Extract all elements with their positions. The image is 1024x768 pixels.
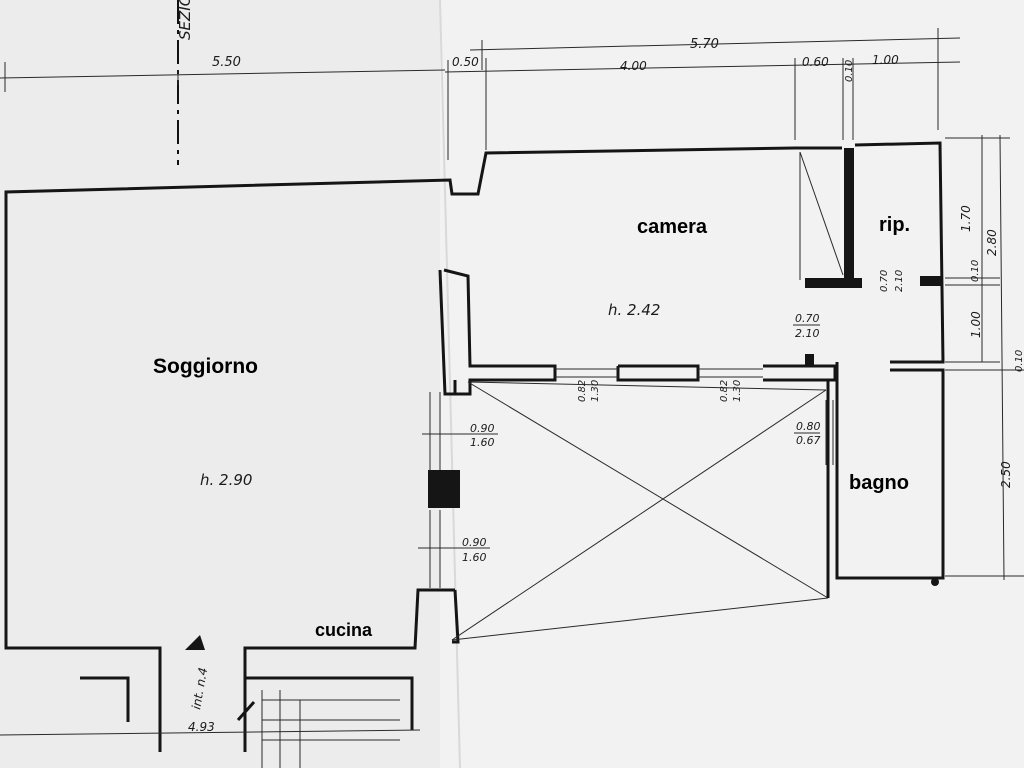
room-cucina: cucina	[315, 620, 373, 640]
opening-annotations: 0.70 2.10 0.70 2.10 0.82 1.30 0.82 1.30 …	[418, 270, 905, 564]
window-bagno-width: 0.80	[796, 420, 821, 433]
room-soggiorno: Soggiorno	[153, 355, 258, 378]
window-sog-2-height: 1.60	[462, 551, 487, 564]
camera-door-jamb	[805, 354, 814, 366]
rip-door-jamb	[920, 276, 942, 286]
camera-walls	[438, 141, 945, 396]
door-camera-width: 0.70	[795, 312, 820, 325]
top-dimension-right: 5.70 0.50 4.00 0.60 0.10 1.00	[444, 28, 961, 160]
dim-0-60: 0.60	[802, 55, 829, 69]
dim-4-93: 4.93	[188, 720, 215, 734]
dim-1-00-r: 1.00	[969, 311, 983, 338]
room-bagno: bagno	[849, 472, 909, 494]
window-1-height: 1.30	[590, 380, 601, 402]
dim-4-00: 4.00	[620, 59, 647, 73]
door-camera-height: 2.10	[795, 327, 820, 340]
light-well	[428, 380, 830, 644]
dim-2-50: 2.50	[999, 461, 1013, 488]
dim-0-10-a: 0.10	[970, 260, 981, 282]
dim-total: 5.70	[690, 37, 719, 52]
window-sog-2-width: 0.90	[462, 536, 487, 549]
pillar	[428, 470, 460, 508]
dim-0-50: 0.50	[452, 55, 479, 69]
rip-partition	[844, 148, 854, 288]
rip-stub-wall	[805, 278, 862, 288]
dim-5-50: 5.50	[212, 55, 241, 70]
section-label: SEZIO	[176, 0, 194, 40]
dim-0-10: 0.10	[844, 60, 855, 82]
height-soggiorno: h. 2.90	[200, 471, 252, 489]
window-2-height: 1.30	[732, 380, 743, 402]
window-bagno-height: 0.67	[796, 434, 821, 447]
window-sog-1-height: 1.60	[470, 436, 495, 449]
bagno-walls	[825, 362, 945, 586]
window-2-width: 0.82	[719, 380, 730, 402]
right-dimensions: 1.70 2.80 0.10 1.00 0.10 2.50	[945, 134, 1024, 581]
room-camera: camera	[637, 216, 708, 238]
dim-1-00: 1.00	[872, 53, 899, 67]
door-rip-height: 2.10	[894, 270, 905, 292]
window-sog-1-width: 0.90	[470, 422, 495, 435]
dim-1-70: 1.70	[959, 205, 973, 232]
dim-2-80: 2.80	[985, 229, 999, 256]
door-rip-width: 0.70	[879, 270, 890, 292]
north-arrow	[185, 635, 205, 650]
window-1-width: 0.82	[577, 380, 588, 402]
top-dimension-left: 5.50	[0, 55, 446, 92]
height-camera: h. 2.42	[608, 301, 660, 319]
dim-0-10-b: 0.10	[1014, 350, 1024, 372]
drain-mark	[931, 578, 939, 586]
soggiorno-walls	[4, 146, 796, 752]
room-rip: rip.	[879, 214, 910, 236]
